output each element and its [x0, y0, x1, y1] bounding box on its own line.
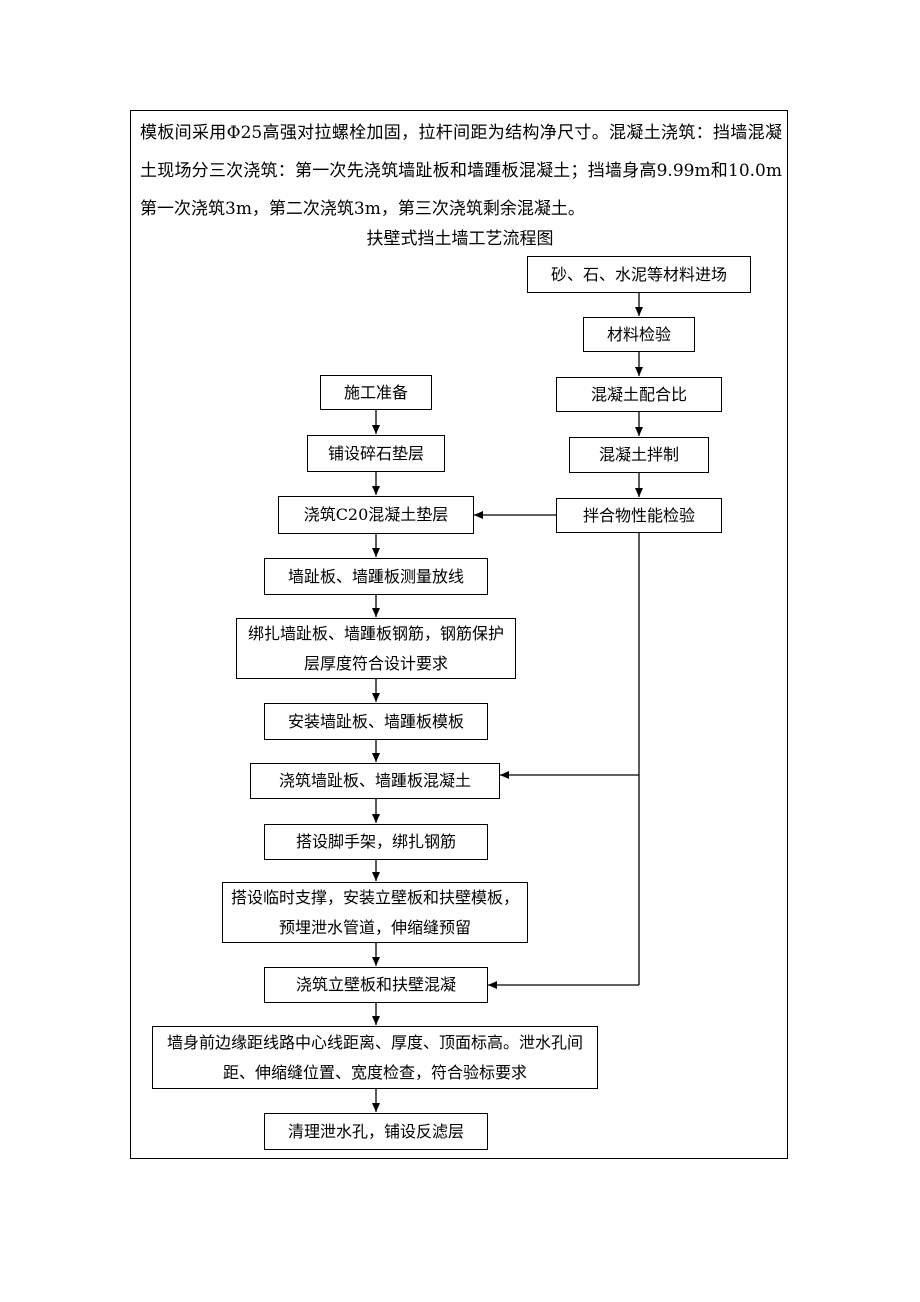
box-construction-prep: 施工准备	[320, 375, 432, 410]
box-survey-layout: 墙趾板、墙踵板测量放线	[264, 558, 488, 595]
table-frame	[130, 110, 788, 1159]
flowchart-title: 扶壁式挡土墙工艺流程图	[366, 229, 554, 249]
box-formwork-install: 安装墙趾板、墙踵板模板	[264, 703, 488, 740]
box-wall-check: 墙身前边缘距线路中心线距离、厚度、顶面标高。泄水孔间距、伸缩缝位置、宽度检查，符…	[152, 1026, 598, 1089]
box-temp-support: 搭设临时支撑，安装立壁板和扶壁模板，预埋泄水管道，伸缩缝预留	[222, 882, 528, 943]
box-mix-ratio: 混凝土配合比	[556, 377, 722, 412]
box-mixing: 混凝土拌制	[569, 437, 709, 473]
box-pour-base: 浇筑墙趾板、墙踵板混凝土	[250, 763, 500, 799]
body-paragraph: 模板间采用Φ25高强对拉螺栓加固，拉杆间距为结构净尺寸。混凝土浇筑：挡墙混凝土现…	[140, 123, 782, 219]
box-c20-cushion: 浇筑C20混凝土垫层	[278, 496, 474, 534]
box-rebar-binding: 绑扎墙趾板、墙踵板钢筋，钢筋保护层厚度符合设计要求	[236, 618, 516, 679]
box-gravel-layer: 铺设碎石垫层	[307, 435, 445, 472]
box-pour-wall: 浇筑立壁板和扶壁混凝	[264, 967, 488, 1003]
box-materials-entry: 砂、石、水泥等材料进场	[527, 256, 751, 293]
box-property-check: 拌合物性能检验	[556, 498, 722, 533]
box-material-inspection: 材料检验	[583, 317, 695, 352]
box-drain-filter: 清理泄水孔，铺设反滤层	[264, 1113, 488, 1150]
box-scaffold: 搭设脚手架，绑扎钢筋	[264, 824, 488, 860]
